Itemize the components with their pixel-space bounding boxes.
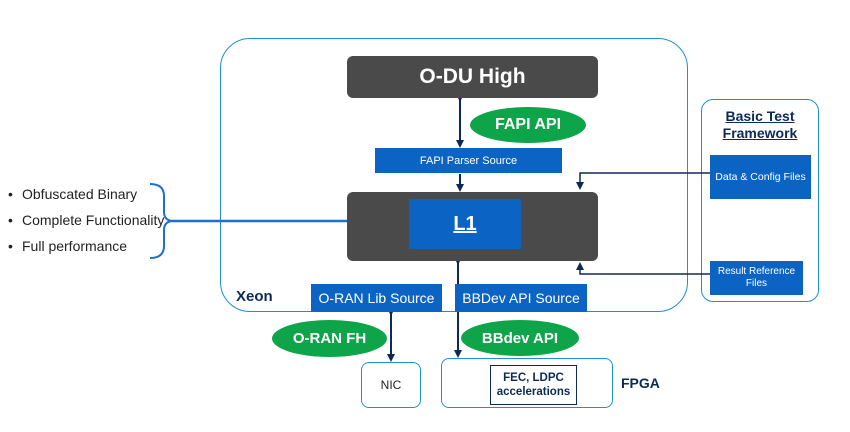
result-ref-arrow — [576, 262, 710, 275]
fec-line1: FEC, LDPC — [503, 372, 564, 384]
l1-feature-list: Obfuscated Binary Complete Functionality… — [8, 184, 164, 262]
btf-title-line1: Basic Test — [725, 108, 795, 124]
basic-test-framework-title: Basic Test Framework — [701, 108, 819, 142]
basic-test-framework-container — [701, 99, 819, 302]
oran-lib-source-block: O-RAN Lib Source — [311, 284, 442, 312]
xeon-label: Xeon — [236, 288, 273, 305]
fapi-api-ellipse: FAPI API — [470, 107, 586, 143]
fapi-parser-source-block: FAPI Parser Source — [375, 148, 562, 173]
fpga-container — [441, 358, 613, 408]
fec-ldpc-block: FEC, LDPC accelerations — [490, 365, 577, 405]
result-ref-line1: Result Reference — [717, 266, 796, 277]
bbdev-api-ellipse: BBdev API — [461, 320, 579, 356]
nic-container — [361, 362, 421, 408]
oran-fh-ellipse: O-RAN FH — [272, 320, 387, 357]
l1-block: L1 — [409, 199, 521, 249]
feature-item: Complete Functionality — [8, 210, 164, 236]
fec-line2: accelerations — [496, 386, 571, 398]
btf-title-line2: Framework — [722, 125, 798, 141]
data-config-arrow — [576, 172, 710, 190]
nic-label: NIC — [380, 378, 402, 392]
data-config-files-block: Data & Config Files — [710, 155, 811, 199]
feature-item: Full performance — [8, 236, 164, 262]
odu-high-block: O-DU High — [347, 56, 598, 98]
fpga-label: FPGA — [621, 375, 660, 391]
result-ref-line2: Files — [745, 278, 768, 289]
feature-item: Obfuscated Binary — [8, 184, 164, 210]
bbdev-api-source-block: BBDev API Source — [455, 284, 587, 312]
